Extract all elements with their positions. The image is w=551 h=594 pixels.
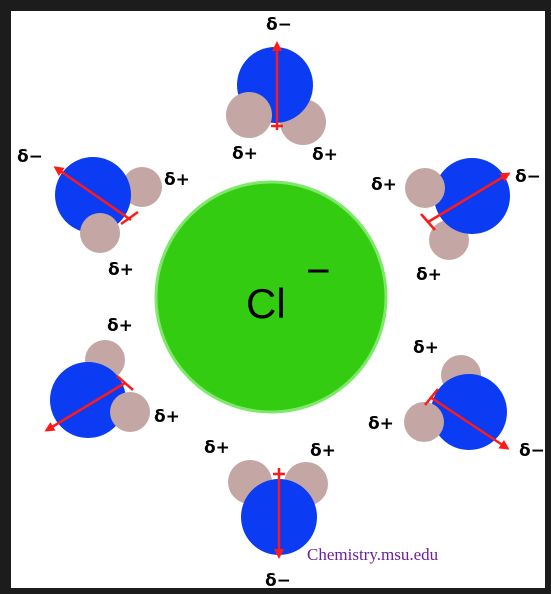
- water-molecule-upper-right: δ− δ+ δ+: [371, 158, 541, 285]
- hydrogen-atom: [404, 402, 444, 442]
- chloride-charge: −: [306, 247, 331, 294]
- dipole-cross: [116, 375, 134, 391]
- dipole-cross: [424, 388, 439, 406]
- partial-positive-label: δ+: [368, 414, 394, 434]
- partial-negative-label: δ−: [266, 15, 292, 35]
- partial-negative-label: δ−: [265, 571, 291, 591]
- water-molecule-bottom: δ− δ+ δ+: [204, 438, 336, 591]
- hydrogen-atom: [80, 213, 120, 253]
- dipole-arrow: [427, 172, 511, 224]
- water-molecule-upper-left: δ− δ+ δ+: [17, 147, 190, 280]
- hydrogen-atom: [226, 92, 272, 138]
- dipole-arrow: [429, 395, 510, 450]
- partial-negative-label: δ−: [17, 147, 43, 167]
- partial-positive-label: δ+: [164, 170, 190, 190]
- chloride-ion-sphere: [154, 180, 388, 414]
- partial-positive-label: δ+: [204, 438, 230, 458]
- chloride-ion: Cl −: [154, 180, 388, 414]
- partial-negative-label: δ−: [515, 167, 541, 187]
- partial-positive-label: δ+: [154, 407, 180, 427]
- water-molecule-top: δ− δ+ δ+: [226, 15, 338, 165]
- water-molecule-lower-left: δ+ δ+: [44, 316, 180, 438]
- partial-positive-label: δ+: [310, 441, 336, 461]
- dipole-arrow: [44, 381, 126, 432]
- oxygen-atom: [50, 362, 126, 438]
- partial-positive-label: δ+: [312, 145, 338, 165]
- hydrogen-atom: [110, 392, 150, 432]
- dipole-arrow: [53, 166, 132, 222]
- partial-positive-label: δ+: [413, 338, 439, 358]
- partial-positive-label: δ+: [108, 260, 134, 280]
- hydrogen-atom: [122, 167, 162, 207]
- water-molecule-lower-right: δ− δ+ δ+: [368, 338, 545, 461]
- partial-negative-label: δ−: [519, 441, 545, 461]
- source-credit: Chemistry.msu.edu: [307, 545, 439, 564]
- partial-positive-label: δ+: [232, 144, 258, 164]
- partial-positive-label: δ+: [107, 316, 133, 336]
- partial-positive-label: δ+: [416, 265, 442, 285]
- oxygen-atom: [431, 374, 507, 450]
- partial-positive-label: δ+: [371, 175, 397, 195]
- hydrogen-atom: [405, 168, 445, 208]
- chloride-symbol: Cl: [246, 280, 286, 327]
- dipole-cross: [120, 210, 139, 226]
- dipole-cross: [420, 213, 436, 231]
